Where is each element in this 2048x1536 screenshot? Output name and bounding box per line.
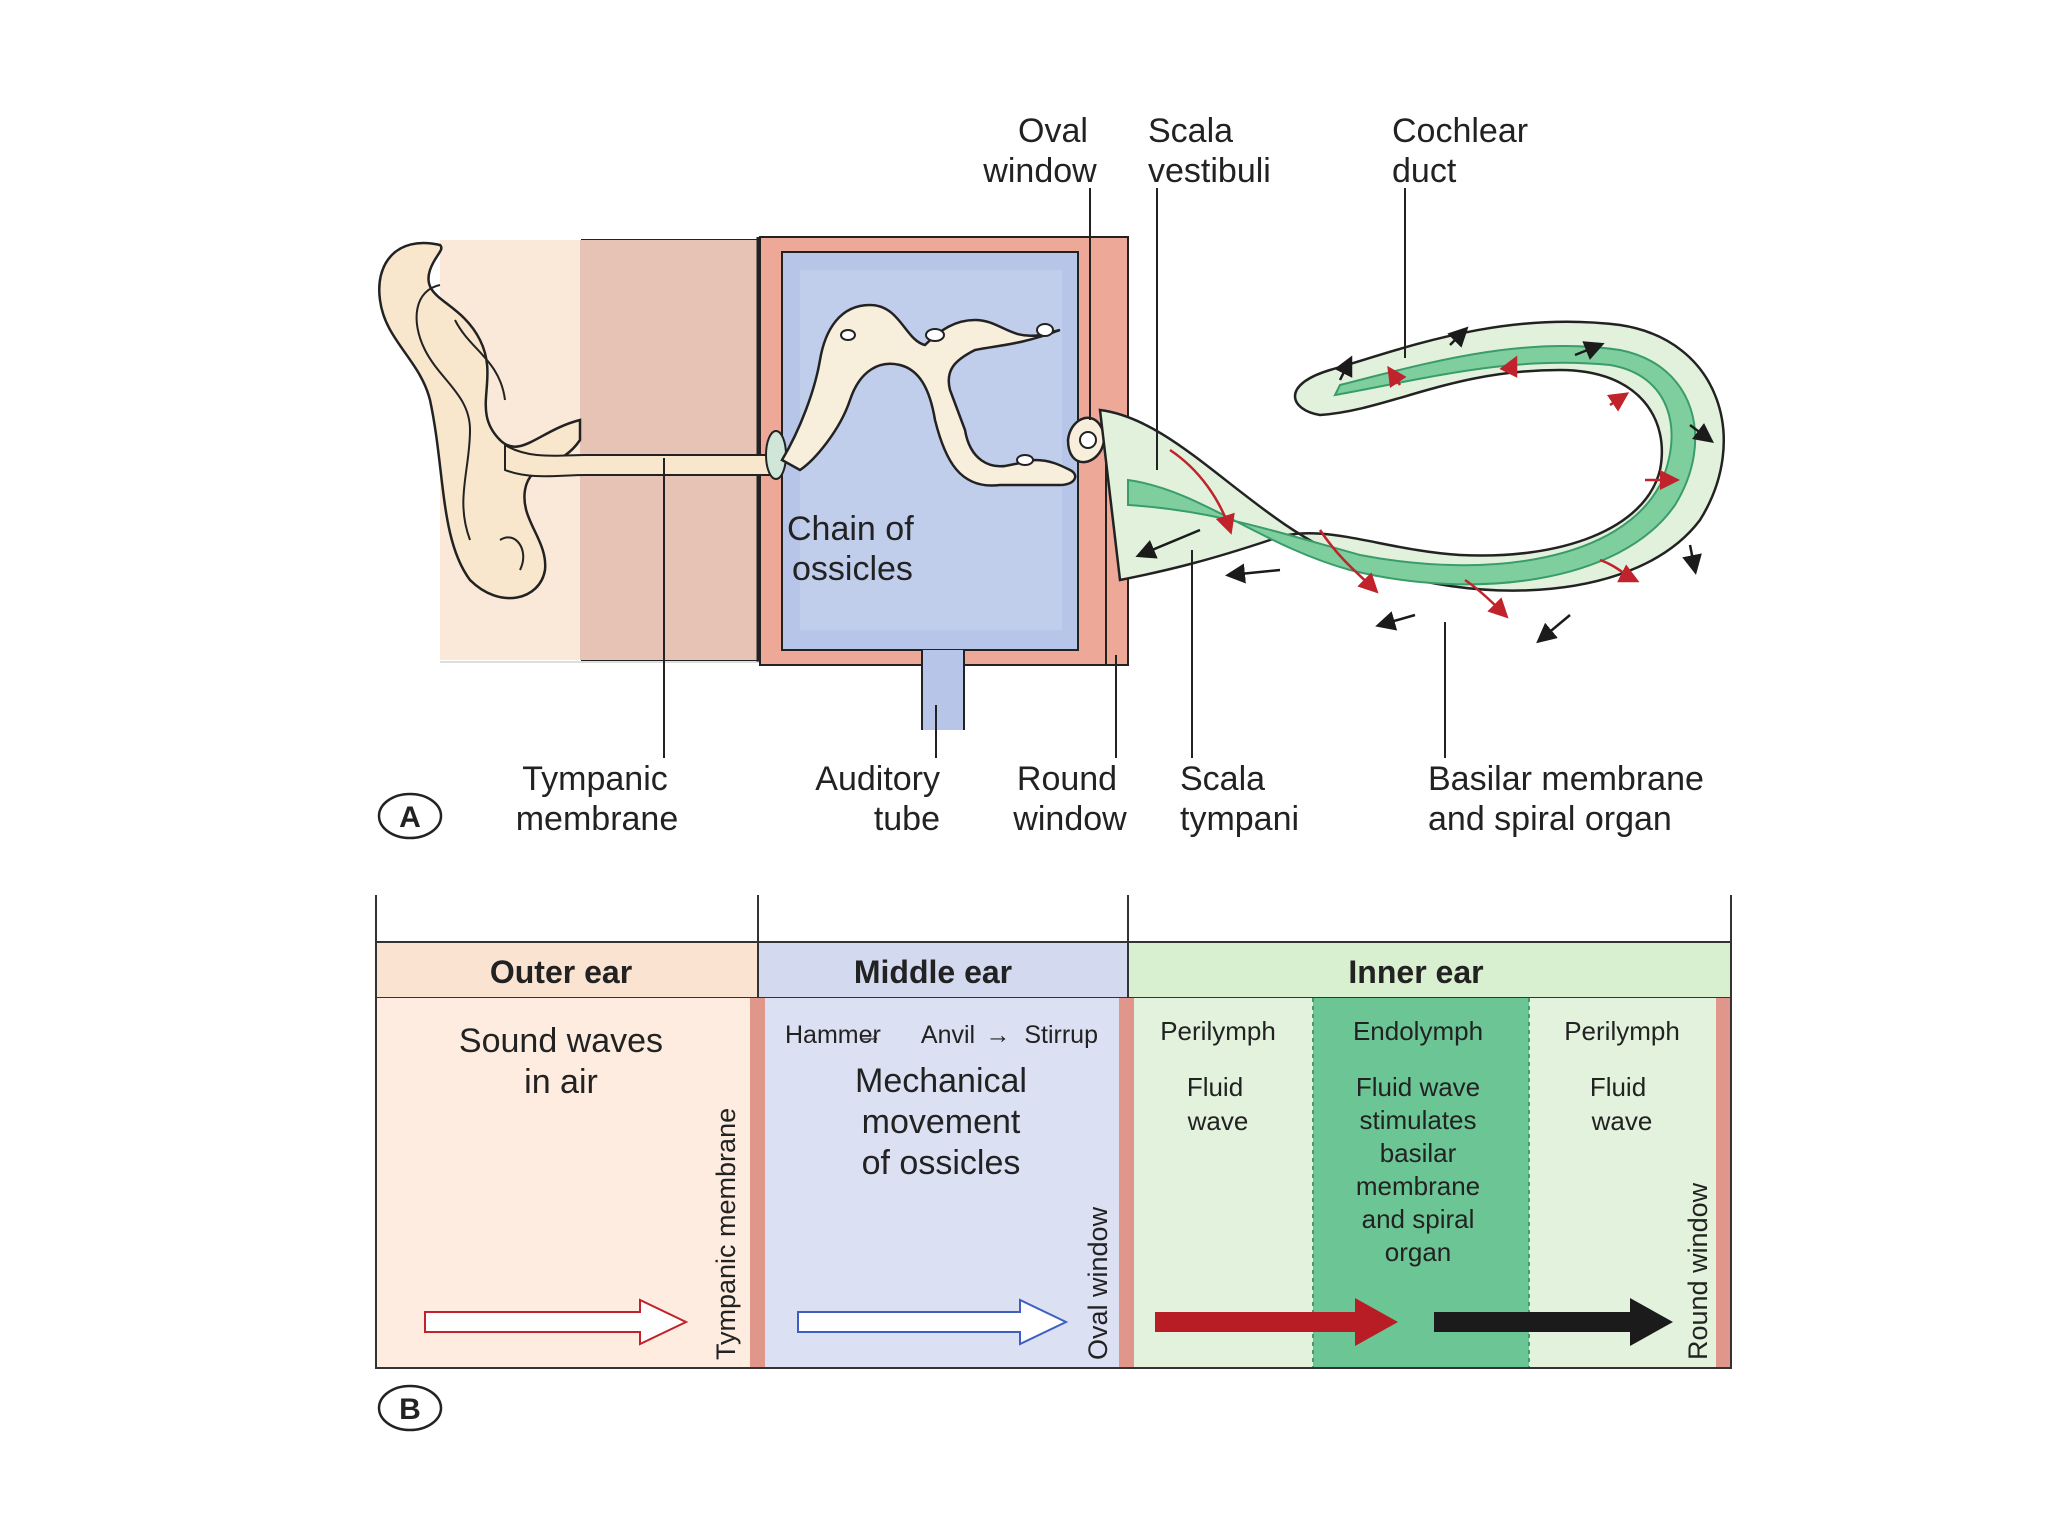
oval-window-boundary-label: Oval window [1083, 1206, 1113, 1360]
round-window-boundary-label: Round window [1683, 1182, 1713, 1360]
middle-text-3: of ossicles [862, 1144, 1021, 1182]
outer-ear-header: Outer ear [490, 954, 632, 990]
basilar-membrane-label-2: and spiral organ [1428, 800, 1672, 838]
round-window-label-1: Round [1017, 760, 1117, 798]
perilymph-1-text-2: wave [1187, 1106, 1249, 1136]
red-arrow [1155, 1298, 1398, 1346]
tympanic-membrane-label-1: Tympanic [522, 760, 668, 798]
round-boundary-bar [1716, 998, 1731, 1368]
tympanic-membrane-shape [765, 430, 787, 480]
endolymph-title: Endolymph [1353, 1016, 1483, 1046]
panel-b-table [375, 895, 1732, 1369]
perilymph-1-title: Perilymph [1160, 1016, 1276, 1046]
middle-text-2: movement [862, 1103, 1021, 1141]
outer-white-arrow [424, 1298, 689, 1346]
outer-text-2: in air [524, 1063, 598, 1101]
cochlea-outer-shape [1098, 320, 1725, 592]
panel-b-letter: B [399, 1393, 421, 1426]
perilymph-2-title: Perilymph [1564, 1016, 1680, 1046]
inner-ear-content: Perilymph Fluid wave Endolymph Fluid wav… [1155, 1016, 1713, 1360]
oval-window-label-1: Oval [1018, 112, 1088, 150]
middle-ear-header: Middle ear [854, 954, 1012, 990]
black-arrow [1434, 1298, 1673, 1346]
middle-text-1: Mechanical [855, 1062, 1027, 1100]
panel-b-badge: B [377, 1384, 443, 1432]
tympanic-boundary-bar [750, 998, 765, 1368]
bone-shading [580, 240, 760, 660]
inner-ear-header-cell [1127, 941, 1732, 999]
cochlear-duct-label-2: duct [1392, 152, 1457, 190]
endolymph-text-6: organ [1385, 1237, 1452, 1267]
outer-ear-body [376, 998, 758, 1368]
middle-white-arrow [797, 1298, 1069, 1346]
chain-arrow-1: → [858, 1021, 883, 1049]
middle-ear-body [758, 998, 1128, 1368]
chain-stirrup: Stirrup [1024, 1021, 1098, 1049]
auditory-tube-shape [922, 650, 964, 730]
chain-arrow-2: → [986, 1021, 1011, 1049]
tympanic-membrane-boundary-label: Tympanic membrane [711, 1108, 741, 1360]
panel-a-illustration [378, 188, 1725, 758]
endolymph-text-1: Fluid wave [1356, 1072, 1480, 1102]
auditory-tube-label-2: tube [874, 800, 940, 838]
endolymph-text-3: basilar [1380, 1138, 1457, 1168]
scala-tympani-label-1: Scala [1180, 760, 1265, 798]
scala-vestibuli-label-1: Scala [1148, 112, 1233, 150]
perilymph-1-text-1: Fluid [1187, 1072, 1243, 1102]
panel-a-labels: Oval window Scala vestibuli Cochlear duc… [516, 112, 1704, 838]
oval-window-label-2: window [982, 152, 1097, 190]
basilar-membrane-label-1: Basilar membrane [1428, 760, 1704, 798]
endolymph-text-5: and spiral [1362, 1204, 1475, 1234]
perilymph-1-body [1128, 998, 1313, 1368]
outer-ear-content: Sound waves in air Tympanic membrane [424, 1022, 741, 1360]
oval-boundary-bar [1119, 998, 1134, 1368]
chain-of-ossicles-label-2: ossicles [792, 550, 913, 588]
outer-text-1: Sound waves [459, 1022, 663, 1060]
scala-vestibuli-label-2: vestibuli [1148, 152, 1271, 190]
chain-of-ossicles-label-1: Chain of [787, 510, 914, 548]
cochlear-duct-label-1: Cochlear [1392, 112, 1528, 150]
panel-b-headers: Outer ear Middle ear Inner ear [490, 954, 1484, 990]
panel-a-badge: A [377, 792, 443, 840]
auricle [378, 241, 582, 600]
auditory-tube-label-1: Auditory [815, 760, 940, 798]
chain-hammer: Hammer [785, 1021, 881, 1049]
scala-tympani-label-2: tympani [1180, 800, 1299, 838]
ossicles-shape [780, 303, 1077, 487]
endolymph-text-4: membrane [1356, 1171, 1480, 1201]
perilymph-2-text-1: Fluid [1590, 1072, 1646, 1102]
round-window-label-2: window [1012, 800, 1127, 838]
tympanic-membrane-label-2: membrane [516, 800, 679, 838]
middle-ear-content: Hammer → Anvil → Stirrup Mechanical move… [785, 1021, 1113, 1360]
panel-a-letter: A [399, 801, 421, 834]
chain-anvil: Anvil [921, 1021, 975, 1049]
inner-ear-header: Inner ear [1348, 954, 1483, 990]
endolymph-text-2: stimulates [1359, 1105, 1476, 1135]
perilymph-2-text-2: wave [1591, 1106, 1653, 1136]
endolymph-body [1313, 998, 1529, 1368]
